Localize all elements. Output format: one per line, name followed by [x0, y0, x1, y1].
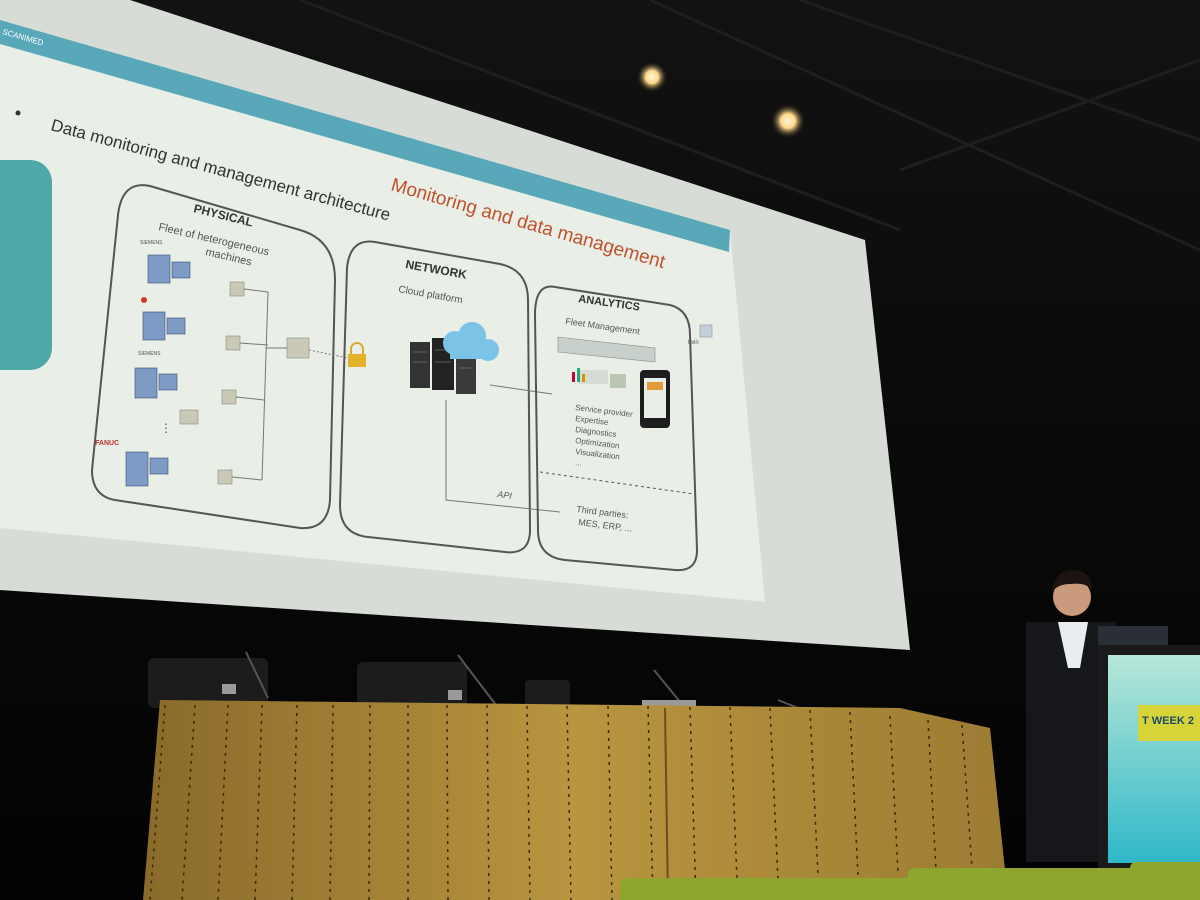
- physical-panel-border: [90, 184, 337, 530]
- slide-background: [0, 20, 765, 602]
- audience-seats: [620, 862, 1200, 900]
- physical-connectors: [231, 288, 287, 481]
- left-partial-panel: [0, 160, 52, 370]
- network-to-analytics-line: [489, 384, 553, 395]
- desk-front: [143, 700, 1005, 900]
- slide: SCANIMED Monitoring and data management …: [0, 20, 765, 602]
- ceiling-trusses: [299, 0, 1200, 252]
- desk-pattern: [149, 704, 973, 900]
- bar-chart-icon: [572, 368, 585, 382]
- spotlight-2: [770, 103, 806, 139]
- speaker-hair: [1052, 569, 1092, 592]
- analytics-item-5: ...: [575, 458, 583, 468]
- speaker-head: [1053, 578, 1091, 616]
- analytics-item-1: Expertise: [575, 414, 610, 427]
- podium-banner-strip: [1138, 705, 1200, 741]
- smartphone-icon: [640, 370, 670, 428]
- spotlight-1: [636, 61, 668, 93]
- podium: T WEEK 2: [1098, 645, 1200, 870]
- podium-banner-text: T WEEK 2: [1142, 715, 1194, 727]
- speaker-shirt: [1058, 622, 1088, 668]
- physical-ellipsis: ⋮: [160, 421, 172, 435]
- lock-icon: [348, 342, 366, 367]
- machine-icons: [125, 254, 191, 487]
- dashboard-thumbnail: [557, 336, 656, 388]
- mic-bases: [222, 684, 696, 710]
- chairs: [148, 658, 570, 708]
- twin-label: twin: [688, 340, 699, 346]
- panel-desk: [143, 700, 1005, 900]
- podium-screen: [1108, 655, 1200, 863]
- machine-brand-1: SIEMENS: [140, 240, 163, 246]
- twin-icon: [699, 324, 713, 338]
- desk-seam: [664, 707, 669, 900]
- slide-header-band: [0, 20, 730, 252]
- analytics-panel-border: [533, 285, 699, 572]
- api-label: API: [496, 489, 513, 501]
- machine-brand-2: SIEMENS: [138, 351, 161, 357]
- cloud-icon: [443, 322, 499, 361]
- red-indicator: [141, 297, 147, 303]
- analytics-divider: [539, 471, 695, 495]
- machine-brand-3: FANUC: [95, 440, 119, 447]
- lock-connector: [308, 349, 349, 359]
- network-panel-border: [338, 240, 532, 554]
- api-connector: [445, 400, 561, 513]
- gateway-icons: [179, 281, 310, 485]
- bullet-dot: [15, 110, 21, 116]
